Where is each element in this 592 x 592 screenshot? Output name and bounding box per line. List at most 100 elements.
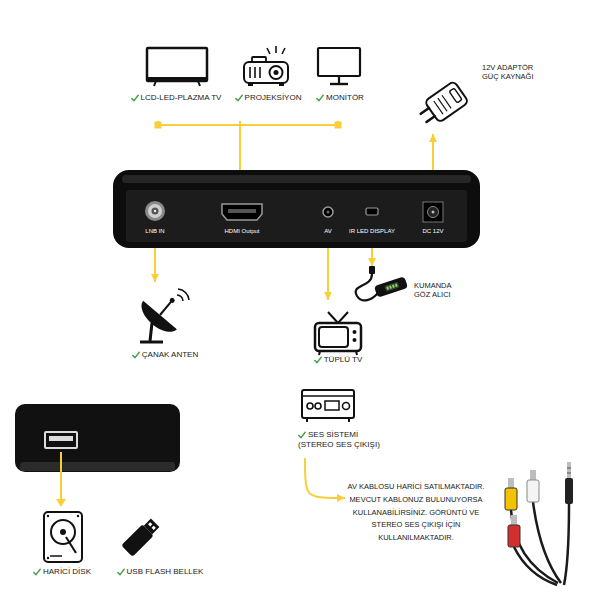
satellite-dish-icon bbox=[135, 284, 190, 342]
satellite-dish-icon bbox=[177, 295, 183, 301]
monitor-icon bbox=[318, 48, 360, 84]
flat-tv-icon bbox=[154, 81, 156, 86]
sound-system-icon bbox=[343, 403, 350, 410]
av-cable-photo bbox=[527, 480, 539, 502]
sound-system-icon bbox=[325, 401, 339, 410]
ir-receiver-icon bbox=[374, 276, 408, 297]
power-adapter-icon bbox=[449, 88, 462, 103]
crt-tv-icon bbox=[315, 312, 361, 355]
cable-connector bbox=[432, 134, 434, 170]
hard-disk-icon bbox=[47, 515, 49, 517]
crt-tv-icon bbox=[338, 312, 348, 323]
device-label: LCD-LED-PLAZMA TV bbox=[131, 93, 222, 103]
flat-tv-icon bbox=[147, 77, 207, 81]
projector-icon bbox=[279, 83, 284, 86]
crt-tv-icon bbox=[353, 330, 357, 334]
hard-disk-icon bbox=[47, 557, 49, 559]
av-cable-photo bbox=[564, 504, 569, 585]
receiver-back-panel-art bbox=[122, 175, 471, 183]
receiver-back-panel-art bbox=[113, 170, 480, 248]
receiver-back-panel-art bbox=[327, 211, 330, 214]
av-cable-photo bbox=[567, 468, 571, 469]
port-label: DC 12V bbox=[422, 228, 443, 235]
flat-tv-icon bbox=[198, 81, 200, 86]
usb-flash-icon bbox=[121, 517, 161, 557]
port-label: IR LED DISPLAY bbox=[349, 228, 395, 235]
projector-icon bbox=[270, 66, 283, 79]
usb-flash-icon bbox=[148, 522, 152, 526]
ir-receiver-icon bbox=[384, 282, 399, 292]
receiver-back-panel-art bbox=[423, 202, 443, 222]
projector-icon bbox=[274, 70, 279, 75]
ir-receiver-icon bbox=[392, 284, 395, 287]
av-cable-note: AV KABLOSU HARİCİ SATILMAKTADIR. MEVCUT … bbox=[345, 478, 487, 562]
satellite-dish-icon bbox=[169, 297, 176, 304]
sound-system: SES SİSTEMİ (STEREO SES ÇIKIŞI) bbox=[292, 380, 402, 458]
av-cable-photo bbox=[511, 515, 517, 525]
receiver-back-panel-art bbox=[145, 201, 165, 221]
ir-receiver-icon bbox=[369, 266, 375, 274]
sound-system-icon bbox=[302, 395, 354, 397]
power-adapter-icon bbox=[442, 95, 451, 108]
hard-disk-icon bbox=[44, 512, 82, 562]
device-label: MONİTÖR bbox=[316, 93, 364, 103]
satellite-dish-icon bbox=[135, 284, 190, 338]
cable-connector bbox=[371, 248, 373, 266]
ir-receiver-icon bbox=[389, 285, 392, 288]
sound-system-icon bbox=[306, 418, 308, 422]
receiver-back-panel-art bbox=[113, 170, 480, 248]
crt-tv-icon bbox=[315, 323, 361, 351]
receiver-front-art bbox=[49, 436, 73, 441]
receiver-front-art bbox=[45, 432, 77, 448]
hard-disk-icon bbox=[60, 529, 66, 535]
bus-end-square bbox=[155, 122, 162, 129]
ir-receiver-icon bbox=[374, 276, 408, 297]
sound-system-icon bbox=[302, 390, 354, 418]
device-label: USB FLASH BELLEK bbox=[117, 567, 204, 577]
projector-icon bbox=[249, 67, 251, 78]
sound-system-icon bbox=[348, 418, 350, 422]
cable-connector bbox=[154, 248, 156, 282]
av-cable-photo bbox=[565, 478, 573, 504]
device-label: ÇANAK ANTEN bbox=[132, 350, 198, 360]
projector-icon bbox=[259, 67, 261, 78]
satellite-dish-icon bbox=[140, 341, 163, 344]
ir-receiver-icon bbox=[356, 266, 408, 300]
av-cable-photo bbox=[567, 473, 571, 474]
sound-system-icon bbox=[307, 403, 313, 409]
projector-icon bbox=[248, 83, 253, 86]
av-cable-photo bbox=[530, 470, 536, 480]
device-label: HARİCİ DİSK bbox=[33, 567, 91, 577]
monitor-device: MONİTÖR bbox=[308, 38, 372, 121]
projector-icon bbox=[282, 48, 285, 54]
port-label: HDMI Output bbox=[224, 228, 259, 235]
cable-connector bbox=[305, 458, 345, 498]
usb-leader-arrow bbox=[56, 499, 66, 507]
satellite-dish: ÇANAK ANTEN bbox=[118, 282, 214, 366]
connector-group bbox=[155, 121, 433, 498]
crt-tv-icon bbox=[328, 312, 338, 323]
device-label: 12V ADAPTÖR GÜÇ KAYNAĞI bbox=[482, 63, 542, 81]
monitor-icon bbox=[318, 48, 360, 76]
receiver-back-panel-art bbox=[228, 209, 256, 213]
hard-disk-icon bbox=[51, 520, 75, 544]
receiver-back-panel-art bbox=[154, 210, 156, 212]
av-cable-photo bbox=[505, 462, 573, 585]
cable-connector bbox=[240, 121, 338, 170]
flat-tv-icon bbox=[147, 48, 207, 81]
flat-tv-device: LCD-LED-PLAZMA TV bbox=[122, 38, 230, 121]
projector-device: PROJEKSİYON bbox=[233, 38, 305, 121]
cable-connector bbox=[327, 248, 329, 300]
cable-connector bbox=[158, 121, 240, 170]
av-cable-photo bbox=[508, 525, 520, 547]
monitor-icon bbox=[330, 83, 348, 85]
projector-icon bbox=[252, 57, 266, 62]
av-cable-photo bbox=[505, 488, 517, 510]
monitor-icon bbox=[338, 76, 340, 83]
satellite-dish-icon bbox=[150, 323, 152, 341]
power-adapter-icon bbox=[424, 81, 468, 123]
device-label: TÜPLÜ TV bbox=[314, 355, 363, 365]
ir-receiver-icon bbox=[356, 274, 378, 300]
flat-tv-icon bbox=[147, 48, 207, 86]
